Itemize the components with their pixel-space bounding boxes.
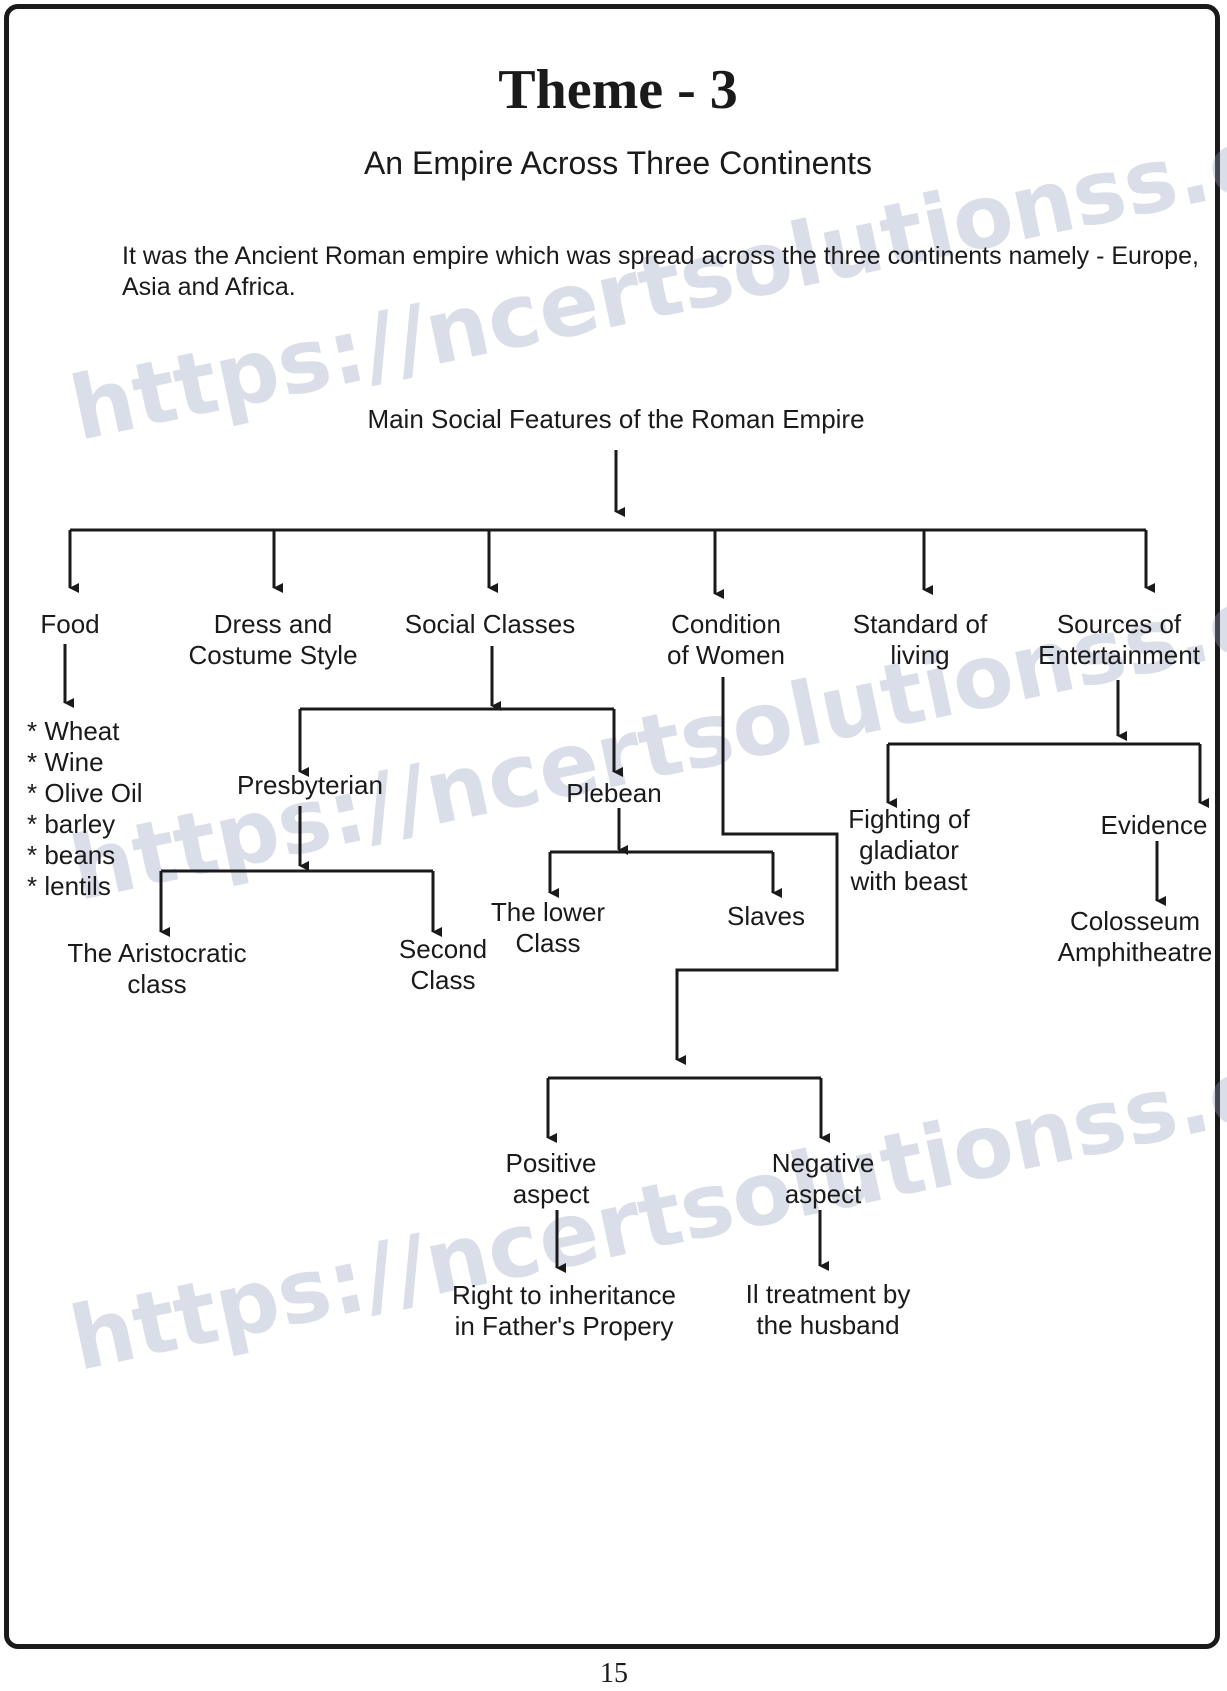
branch-food: Food: [40, 609, 100, 639]
page-border: [4, 4, 1220, 1649]
node-evidence: Evidence: [1100, 810, 1208, 840]
arrow-women-path: [675, 677, 839, 1065]
root-node: Main Social Features of the Roman Empire: [367, 404, 865, 434]
list-item: * Olive Oil: [27, 778, 143, 808]
node-fighting-of-gladiator: Fighting of gladiator with beast: [848, 804, 970, 896]
page-subtitle: An Empire Across Three Continents: [363, 145, 873, 181]
food-list: * Wheat * Wine * Olive Oil * barley * be…: [27, 716, 143, 902]
list-item: * beans: [27, 840, 116, 870]
page-title: Theme - 3: [498, 59, 738, 121]
node-presbyterian: Presbyterian: [237, 770, 383, 800]
list-item: * Wine: [27, 747, 104, 777]
intro-paragraph: It was the Ancient Roman empire which wa…: [122, 242, 1199, 301]
list-item: * Wheat: [27, 716, 120, 746]
list-item: * barley: [27, 809, 116, 839]
node-slaves: Slaves: [726, 901, 806, 931]
node-plebean: Plebean: [566, 778, 662, 808]
branch-social-classes: Social Classes: [404, 609, 576, 639]
list-item: * lentils: [27, 871, 111, 901]
page-number: 15: [600, 1658, 628, 1689]
